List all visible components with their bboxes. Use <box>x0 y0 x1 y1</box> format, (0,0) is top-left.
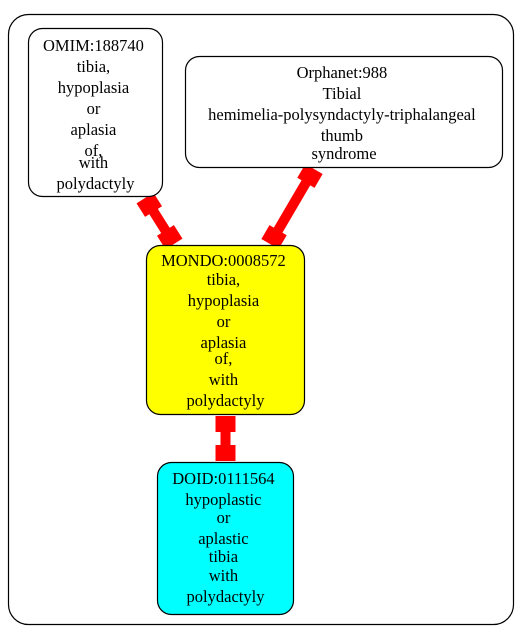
node-orphanet-line: thumb <box>321 126 363 145</box>
node-orphanet-line: Tibial <box>323 84 362 103</box>
node-orphanet-line: Orphanet:988 <box>297 63 388 82</box>
node-orphanet-box <box>184 55 504 169</box>
node-doid-line: polydactyly <box>187 587 266 606</box>
node-mondo-line: or <box>217 312 231 331</box>
node-omim-line: aplasia <box>71 120 117 139</box>
node-doid-line: aplastic <box>198 529 248 548</box>
edges-layer <box>136 163 323 461</box>
node-omim-line: polydactyly <box>57 174 136 193</box>
node-doid[interactable]: DOID:0111564 hypoplastic or aplastic tib… <box>156 461 295 616</box>
node-omim-line: with <box>79 153 109 172</box>
edge-end-cap <box>261 225 287 250</box>
node-omim-box <box>27 27 164 198</box>
edge-end-cap <box>136 192 162 217</box>
edge-orphanet-to-mondo <box>261 163 323 250</box>
node-mondo-line: polydactyly <box>187 391 266 410</box>
node-doid-line: with <box>209 566 239 585</box>
node-omim-line: hypoplasia <box>58 78 130 97</box>
node-mondo-line: aplasia <box>201 333 247 352</box>
node-omim-line: or <box>87 99 101 118</box>
node-doid-line: or <box>217 508 231 527</box>
node-doid-box <box>156 461 295 616</box>
edge-line <box>148 207 171 235</box>
node-doid-label: DOID:0111564 hypoplastic or aplastic tib… <box>172 469 278 606</box>
edge-end-cap <box>297 163 323 188</box>
node-omim-line: tibia, <box>77 57 110 76</box>
node-doid-line: tibia <box>209 547 239 566</box>
node-orphanet-line: syndrome <box>311 144 376 163</box>
node-omim-label: OMIM:188740 tibia, hypoplasia or aplasia… <box>43 36 148 193</box>
node-mondo[interactable]: MONDO:0008572 tibia, hypoplasia or aplas… <box>145 244 306 416</box>
node-mondo-line: hypoplasia <box>188 291 260 310</box>
node-doid-line: DOID:0111564 <box>172 469 274 488</box>
node-mondo-line: tibia, <box>207 270 240 289</box>
edge-line <box>272 178 312 235</box>
node-orphanet-line: hemimelia-polysyndactyly-triphalangeal <box>208 105 476 124</box>
node-doid-line: hypoplastic <box>185 490 261 509</box>
node-omim-line: of, <box>85 141 103 160</box>
node-omim[interactable]: OMIM:188740 tibia, hypoplasia or aplasia… <box>27 27 164 198</box>
node-mondo-line: MONDO:0008572 <box>161 251 286 270</box>
node-orphanet[interactable]: Orphanet:988 Tibial hemimelia-polysyndac… <box>184 55 504 169</box>
edge-end-cap <box>157 225 183 250</box>
node-omim-line: OMIM:188740 <box>43 36 144 55</box>
node-mondo-box <box>145 244 306 416</box>
edge-omim-to-mondo <box>136 192 183 250</box>
node-mondo-line: of, <box>215 349 233 368</box>
node-orphanet-label: Orphanet:988 Tibial hemimelia-polysyndac… <box>208 63 480 163</box>
node-mondo-line: with <box>209 370 239 389</box>
node-mondo-label: MONDO:0008572 tibia, hypoplasia or aplas… <box>161 251 290 410</box>
